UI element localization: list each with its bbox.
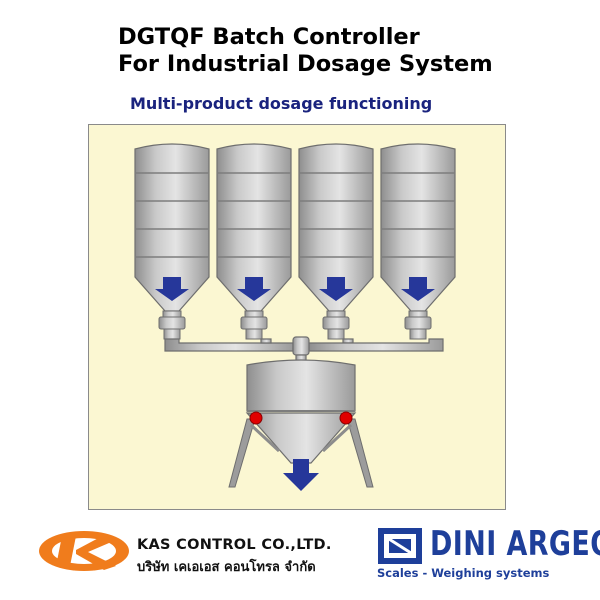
discharge-arrow-icon (283, 459, 319, 491)
kas-company-name-thai: บริษัท เคเอเอส คอนโทรล จำกัด (137, 560, 316, 575)
kas-company-name: KAS CONTROL CO.,LTD. (137, 537, 332, 553)
load-cell-right (339, 411, 353, 425)
flow-arrow-icon (155, 277, 189, 301)
silo-2 (216, 143, 292, 340)
collector-pipes (164, 336, 444, 366)
page-title: DGTQF Batch Controller For Industrial Do… (118, 24, 493, 78)
load-cell-left (249, 411, 263, 425)
dini-argeo-tagline: Scales - Weighing systems (377, 566, 550, 580)
dini-argeo-mark-icon (378, 528, 422, 564)
title-line-1: DGTQF Batch Controller (118, 24, 420, 50)
flow-arrow-icon (237, 277, 271, 301)
dini-argeo-wordmark: DINI ARGEO (430, 524, 600, 564)
kas-logo-icon (39, 531, 129, 571)
silo-1 (134, 143, 210, 340)
dosage-diagram-panel (88, 124, 506, 510)
weighing-hopper (228, 359, 374, 491)
silo-3 (298, 143, 374, 340)
diagram-subtitle: Multi-product dosage functioning (130, 94, 433, 113)
dosage-diagram (134, 143, 456, 491)
silo-4 (380, 143, 456, 340)
flow-arrow-icon (319, 277, 353, 301)
title-line-2: For Industrial Dosage System (118, 51, 493, 77)
flow-arrow-icon (401, 277, 435, 301)
